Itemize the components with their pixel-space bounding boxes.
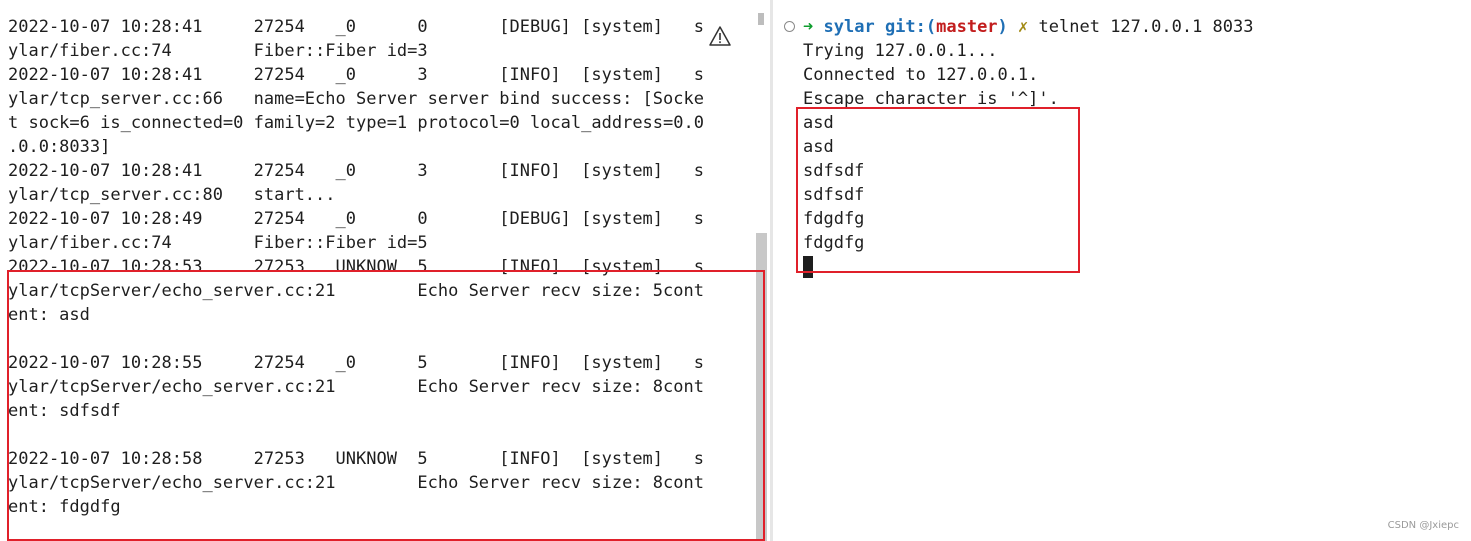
telnet-output: ➜ sylar git:(master) ✗ telnet 127.0.0.1 … <box>803 15 1253 279</box>
output-line: asd <box>803 137 834 157</box>
log-line: ent: sdfsdf <box>8 401 121 421</box>
dirty-mark-icon: ✗ <box>1018 17 1029 37</box>
output-line: Trying 127.0.0.1... <box>803 41 998 61</box>
shell-prompt-line: ➜ sylar git:(master) ✗ telnet 127.0.0.1 … <box>803 15 1253 39</box>
terminal-cursor <box>803 256 813 278</box>
log-line: 2022-10-07 10:28:49 27254 _0 0 [DEBUG] [… <box>8 209 704 229</box>
prompt-git-label: git:( <box>884 17 937 37</box>
log-line: ylar/tcp_server.cc:80 start... <box>8 185 336 205</box>
prompt-repo-name: sylar <box>823 17 875 37</box>
log-line: 2022-10-07 10:28:41 27254 _0 0 [DEBUG] [… <box>8 17 704 37</box>
log-line: ent: asd <box>8 305 90 325</box>
prompt-git-close: ) <box>997 17 1008 37</box>
cursor-line <box>803 255 1253 279</box>
terminal-scrollbar-thumb[interactable] <box>756 233 767 541</box>
log-line: ent: fdgdfg <box>8 497 121 517</box>
telnet-client-terminal[interactable]: ➜ sylar git:(master) ✗ telnet 127.0.0.1 … <box>773 0 1471 541</box>
output-line: asd <box>803 113 834 133</box>
log-line: t sock=6 is_connected=0 family=2 type=1 … <box>8 113 704 133</box>
log-line: ylar/tcp_server.cc:66 name=Echo Server s… <box>8 89 704 109</box>
prompt-status-circle-icon <box>784 21 795 32</box>
log-line: ylar/tcpServer/echo_server.cc:21 Echo Se… <box>8 377 704 397</box>
output-line: fdgdfg <box>803 209 865 229</box>
server-log-output: 2022-10-07 10:28:41 27254 _0 0 [DEBUG] [… <box>8 15 704 519</box>
client-echo-highlight-box <box>796 107 1080 273</box>
prompt-branch-name: master <box>936 17 998 37</box>
log-line: ylar/fiber.cc:74 Fiber::Fiber id=5 <box>8 233 428 253</box>
output-line: Connected to 127.0.0.1. <box>803 65 1039 85</box>
log-line: ylar/fiber.cc:74 Fiber::Fiber id=3 <box>8 41 428 61</box>
log-line: 2022-10-07 10:28:41 27254 _0 3 [INFO] [s… <box>8 65 704 85</box>
prompt-command: telnet 127.0.0.1 8033 <box>1038 17 1254 37</box>
warning-icon <box>709 26 731 46</box>
log-line: 2022-10-07 10:28:53 27253 UNKNOW 5 [INFO… <box>8 257 704 277</box>
log-line: ylar/tcpServer/echo_server.cc:21 Echo Se… <box>8 281 704 301</box>
scrollbar-top-arrow[interactable] <box>758 13 764 25</box>
output-line: sdfsdf <box>803 185 865 205</box>
output-line: fdgdfg <box>803 233 865 253</box>
log-line: 2022-10-07 10:28:41 27254 _0 3 [INFO] [s… <box>8 161 704 181</box>
log-line: ylar/tcpServer/echo_server.cc:21 Echo Se… <box>8 473 704 493</box>
log-line: .0.0:8033] <box>8 137 111 157</box>
server-recv-highlight-box <box>7 270 765 541</box>
output-line: Escape character is '^]'. <box>803 89 1059 109</box>
watermark: CSDN @Jxiepc <box>1387 520 1459 531</box>
log-line: 2022-10-07 10:28:58 27253 UNKNOW 5 [INFO… <box>8 449 704 469</box>
output-line: sdfsdf <box>803 161 865 181</box>
prompt-arrow-icon: ➜ <box>803 17 814 37</box>
pane-divider[interactable] <box>770 0 773 541</box>
server-log-terminal[interactable]: 2022-10-07 10:28:41 27254 _0 0 [DEBUG] [… <box>0 0 770 541</box>
log-line: 2022-10-07 10:28:55 27254 _0 5 [INFO] [s… <box>8 353 704 373</box>
